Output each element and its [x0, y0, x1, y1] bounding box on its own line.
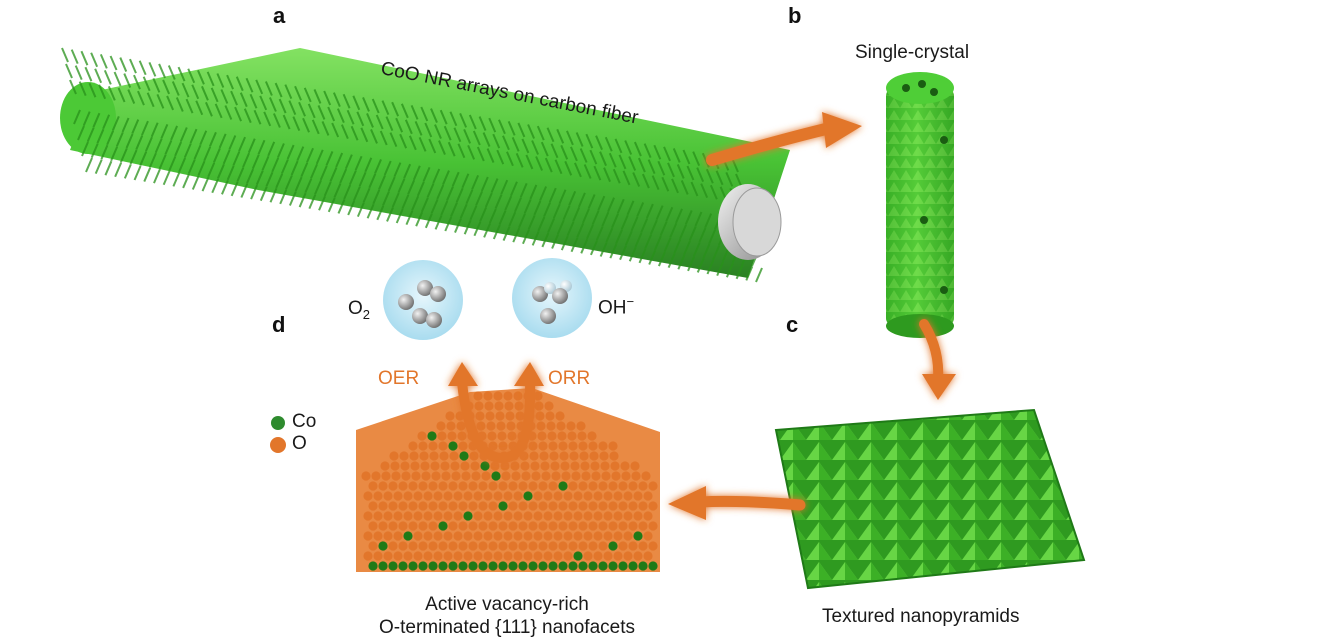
orr-label: ORR — [548, 368, 591, 389]
o-legend-marker — [270, 437, 286, 453]
panel-label-b: b — [788, 3, 802, 28]
oer-label: OER — [378, 368, 420, 389]
oer-orr-arrows — [448, 362, 544, 463]
panel-label-c: c — [786, 312, 799, 337]
co-legend-marker — [271, 416, 285, 430]
oh-bubble — [512, 258, 592, 338]
atomic-facet-model — [356, 388, 660, 572]
o2-bubble — [383, 260, 463, 340]
single-crystal-caption: Single-crystal — [855, 42, 970, 63]
fiber-nanorod-array — [60, 47, 790, 283]
nanopyramids-caption: Textured nanopyramids — [822, 606, 1020, 627]
facets-caption-line1: Active vacancy-rich — [425, 594, 589, 615]
single-crystal-rod — [886, 72, 954, 338]
arrow-b-to-c — [919, 319, 956, 400]
panel-label-d: d — [272, 312, 286, 337]
co-legend-label: Co — [292, 411, 317, 432]
facets-caption-line2: O-terminated {111} nanofacets — [379, 617, 635, 638]
nanopyramid-sheet — [774, 408, 1086, 590]
oh-label: OH− — [598, 294, 635, 319]
o2-label: O2 — [348, 298, 371, 322]
arrow-c-to-d — [668, 486, 806, 520]
o-legend-label: O — [292, 433, 307, 454]
arrow-a-to-b — [706, 112, 862, 166]
panel-label-a: a — [273, 3, 286, 28]
